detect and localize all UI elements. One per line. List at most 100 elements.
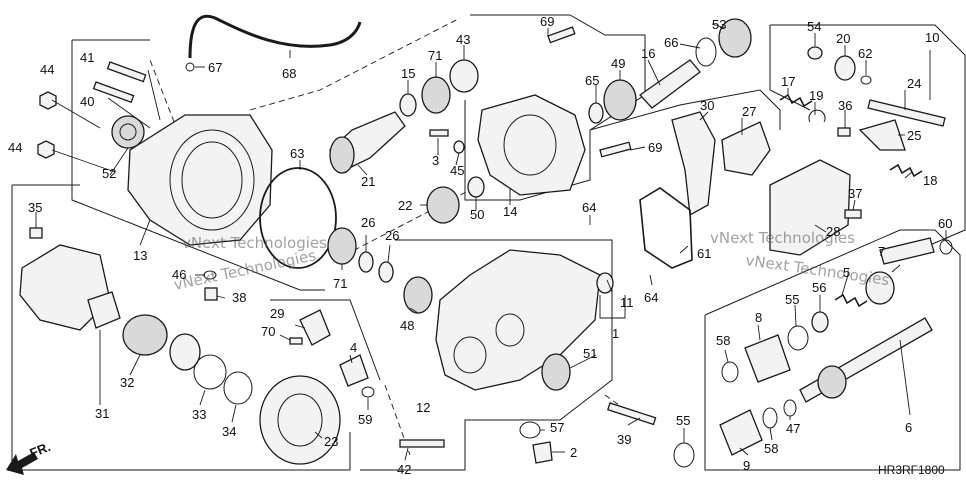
watermark-1: vNext Technologies: [182, 234, 327, 252]
cage-32: [122, 314, 168, 356]
breather-tube-68: [188, 14, 362, 59]
bolt-40: [92, 81, 135, 104]
callout: 8: [755, 310, 762, 325]
gasket-61: [639, 187, 693, 269]
callout: 65: [585, 73, 599, 88]
callout: 28: [826, 224, 840, 239]
callout: 3: [432, 153, 439, 168]
callout: 29: [270, 306, 284, 321]
callout: 71: [333, 276, 347, 291]
boot-8: [744, 334, 791, 383]
seal-11: [596, 272, 614, 294]
callout: 59: [358, 412, 372, 427]
o-ring-57: [519, 421, 541, 439]
boot-9: [719, 409, 763, 456]
bolt-70: [289, 337, 303, 345]
callout: 26: [361, 215, 375, 230]
callout: 15: [401, 66, 415, 81]
callout: 60: [938, 216, 952, 231]
callout: 62: [858, 46, 872, 61]
cap-20: [834, 55, 856, 81]
bearing-22: [426, 186, 460, 224]
front-label: FR.: [28, 439, 53, 461]
o-ring-63: [259, 167, 337, 269]
callout: 5: [843, 265, 850, 280]
cone-clutch: [87, 291, 121, 329]
bearing-43: [449, 59, 479, 93]
shim-26b: [378, 261, 394, 283]
callout: 45: [450, 163, 464, 178]
callout: 46: [172, 267, 186, 282]
callout: 43: [456, 32, 470, 47]
ring-15: [399, 93, 417, 117]
sensor-27: [721, 121, 771, 176]
bearing-49: [603, 79, 637, 121]
callout: 26: [385, 228, 399, 243]
callout: 47: [786, 421, 800, 436]
callout: 12: [416, 400, 430, 415]
callout: 25: [907, 128, 921, 143]
callout: 69: [540, 14, 554, 29]
washer-34: [223, 371, 253, 405]
callout: 52: [102, 166, 116, 181]
callout: 18: [923, 173, 937, 188]
spline-hub: [817, 365, 847, 399]
callout: 34: [222, 424, 236, 439]
callout: 31: [95, 406, 109, 421]
ring-47: [783, 399, 797, 417]
bearing-71b: [327, 227, 357, 265]
callout: 14: [503, 204, 517, 219]
bearing-71a: [421, 76, 451, 114]
callout: 58: [716, 333, 730, 348]
actuator-28: [769, 159, 851, 256]
callout: 33: [192, 407, 206, 422]
bearing-48: [403, 276, 433, 314]
spring-18: [889, 163, 923, 178]
bolt-36: [837, 127, 851, 137]
callout: 41: [80, 50, 94, 65]
fork-25: [858, 119, 906, 151]
o-ring-59: [361, 386, 375, 398]
callout: 61: [697, 246, 711, 261]
callout: 68: [282, 66, 296, 81]
callout: 11: [620, 295, 634, 310]
shaft-7: [879, 237, 935, 265]
bolt-41: [106, 61, 147, 83]
leader-lines: [35, 23, 947, 461]
seal-51: [541, 353, 571, 391]
clip-19: [808, 109, 826, 123]
washer-54: [807, 46, 823, 60]
housing-14: [477, 94, 586, 196]
nut-44b: [37, 140, 55, 159]
front-direction-indicator: FR.: [6, 439, 53, 475]
callout: 16: [641, 46, 655, 61]
circlip-66: [695, 37, 717, 67]
clip-67: [185, 62, 195, 72]
callout: 49: [611, 56, 625, 71]
callout: 67: [208, 60, 222, 75]
shim-26a: [358, 251, 374, 273]
callout: 66: [664, 35, 678, 50]
collar-50: [467, 176, 485, 198]
callout: 44: [8, 140, 22, 155]
callout: 44: [40, 62, 54, 77]
callout: 50: [470, 207, 484, 222]
spring-17: [779, 93, 813, 108]
bolt-38: [204, 287, 218, 301]
callout: 10: [925, 30, 939, 45]
o-ring-55a: [673, 442, 695, 468]
callouts: 1 2 3 4 5 6 7 8 9 10 11 12 13 14 15 16 1…: [8, 14, 952, 477]
callout: 57: [550, 420, 564, 435]
clip-60: [939, 239, 953, 255]
callout: 38: [232, 290, 246, 305]
plug-2: [532, 441, 553, 464]
bracket-30: [671, 111, 716, 217]
shim-33: [193, 354, 227, 390]
callout: 69: [648, 140, 662, 155]
callout: 55: [785, 292, 799, 307]
seal-53: [718, 18, 752, 58]
callout: 63: [290, 146, 304, 161]
ring-gear-23: [259, 375, 341, 465]
callout: 22: [398, 198, 412, 213]
